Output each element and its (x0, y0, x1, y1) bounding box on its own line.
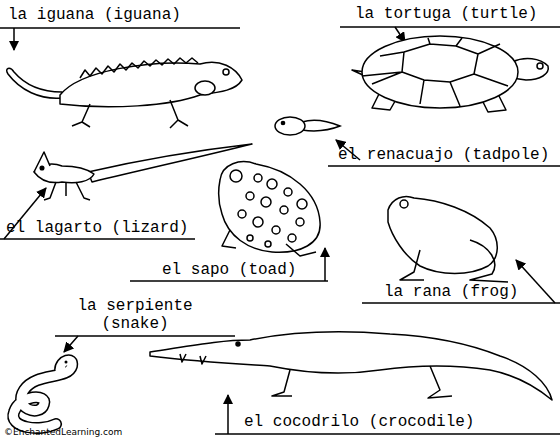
tadpole-eye (281, 121, 284, 124)
tadpole-drawing (275, 117, 340, 135)
lizard-eye (40, 166, 44, 170)
snake-eye (65, 361, 68, 364)
tadpole-body (275, 117, 305, 135)
toad-spots (238, 174, 307, 247)
crocodile-eye (236, 342, 240, 346)
toad-eye (230, 170, 242, 182)
label-underline (0, 27, 240, 29)
toad-spot (254, 174, 262, 182)
turtle-shell (362, 36, 518, 108)
turtle-eye (537, 63, 543, 69)
label-underline (0, 238, 195, 240)
animal-label: la rana (frog) (384, 283, 518, 301)
leader-line (324, 248, 326, 281)
leader-line (13, 28, 15, 50)
iguana-leg (170, 100, 188, 128)
toad-spot (288, 234, 296, 242)
crocodile-drawing (150, 332, 552, 400)
turtle-shell-plates (362, 38, 508, 106)
frog-body (388, 197, 497, 274)
toad-spot (253, 217, 263, 227)
toad-spot (261, 197, 271, 207)
animal-label: la iguana (iguana) (8, 6, 181, 24)
crocodile-legs (272, 366, 452, 398)
label-underline (340, 26, 560, 28)
frog-legs (400, 240, 508, 282)
lizard-head-crest (34, 152, 50, 172)
leader-line (227, 395, 229, 434)
frog-drawing (388, 197, 508, 283)
toad-spot (280, 206, 288, 214)
leader-line (516, 260, 555, 303)
iguana-leg (72, 104, 90, 127)
label-underline (362, 302, 560, 304)
toad-spot (297, 199, 307, 209)
tadpole-tail (302, 120, 340, 130)
toad-spot (272, 226, 280, 234)
toad-drawing (219, 162, 320, 256)
frog-eye (400, 200, 408, 208)
toad-spot (296, 218, 304, 226)
animal-label: el sapo (toad) (162, 261, 296, 279)
leader-lines (0, 27, 560, 434)
snake-body-outline (13, 360, 72, 428)
toad-spot (247, 235, 253, 241)
toad-spot (238, 210, 246, 218)
iguana-spines (80, 58, 198, 78)
animal-label: el lagarto (lizard) (6, 219, 188, 237)
toad-spot (265, 241, 271, 247)
snake-body (13, 360, 72, 428)
animal-label: el renacuajo (tadpole) (338, 146, 549, 164)
iguana-body (60, 62, 242, 107)
label-underline (55, 335, 235, 337)
leader-line (64, 336, 78, 352)
crocodile-teeth (180, 354, 206, 364)
toad-body (219, 162, 320, 253)
iguana-tail (7, 68, 62, 98)
label-underline (130, 280, 328, 282)
iguana-dewlap (195, 81, 215, 95)
crocodile-body (150, 332, 552, 400)
label-underline (215, 433, 560, 435)
snake-drawing (13, 360, 72, 428)
watermark: ©EnchantedLearning.com (4, 427, 122, 438)
toad-spot (284, 188, 292, 196)
animal-label: el cocodrilo (crocodile) (244, 413, 474, 431)
turtle-drawing (352, 36, 548, 112)
toad-spot (246, 192, 254, 200)
toad-legs (222, 230, 316, 256)
iguana-drawing (7, 58, 242, 128)
label-underline (328, 165, 560, 167)
lizard-body (34, 164, 94, 183)
iguana-eye (223, 69, 229, 75)
animal-label: la serpiente (snake) (60, 297, 210, 333)
lizard-legs (44, 182, 90, 200)
toad-spot (267, 179, 277, 189)
animal-label: la tortuga (turtle) (355, 5, 537, 23)
